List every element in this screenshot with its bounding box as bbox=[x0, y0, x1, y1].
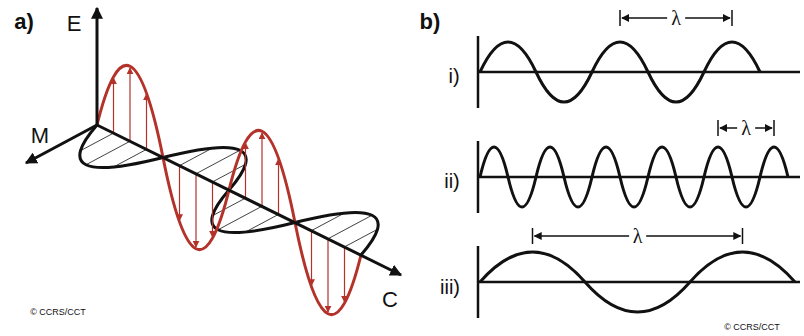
row-label: i) bbox=[448, 66, 459, 86]
wavelength-symbol: λ bbox=[629, 225, 647, 247]
copyright-note: © CCRS/CCT bbox=[30, 308, 86, 317]
row-label: iii) bbox=[440, 277, 460, 297]
wavelength-brackets bbox=[533, 10, 775, 244]
copyright-note: © CCRS/CCT bbox=[724, 323, 780, 332]
axis-label: C bbox=[382, 289, 398, 311]
wavelength-symbol: λ bbox=[737, 117, 755, 139]
panel-letter: a) bbox=[14, 11, 34, 33]
wavelength-symbol: λ bbox=[667, 7, 685, 29]
sine-waves bbox=[480, 42, 795, 312]
axes bbox=[26, 8, 401, 275]
wave-axes bbox=[478, 36, 800, 318]
axis-label: E bbox=[67, 13, 82, 35]
panel-letter: b) bbox=[420, 11, 441, 33]
row-label: ii) bbox=[444, 171, 460, 191]
axis-label: M bbox=[31, 125, 49, 147]
